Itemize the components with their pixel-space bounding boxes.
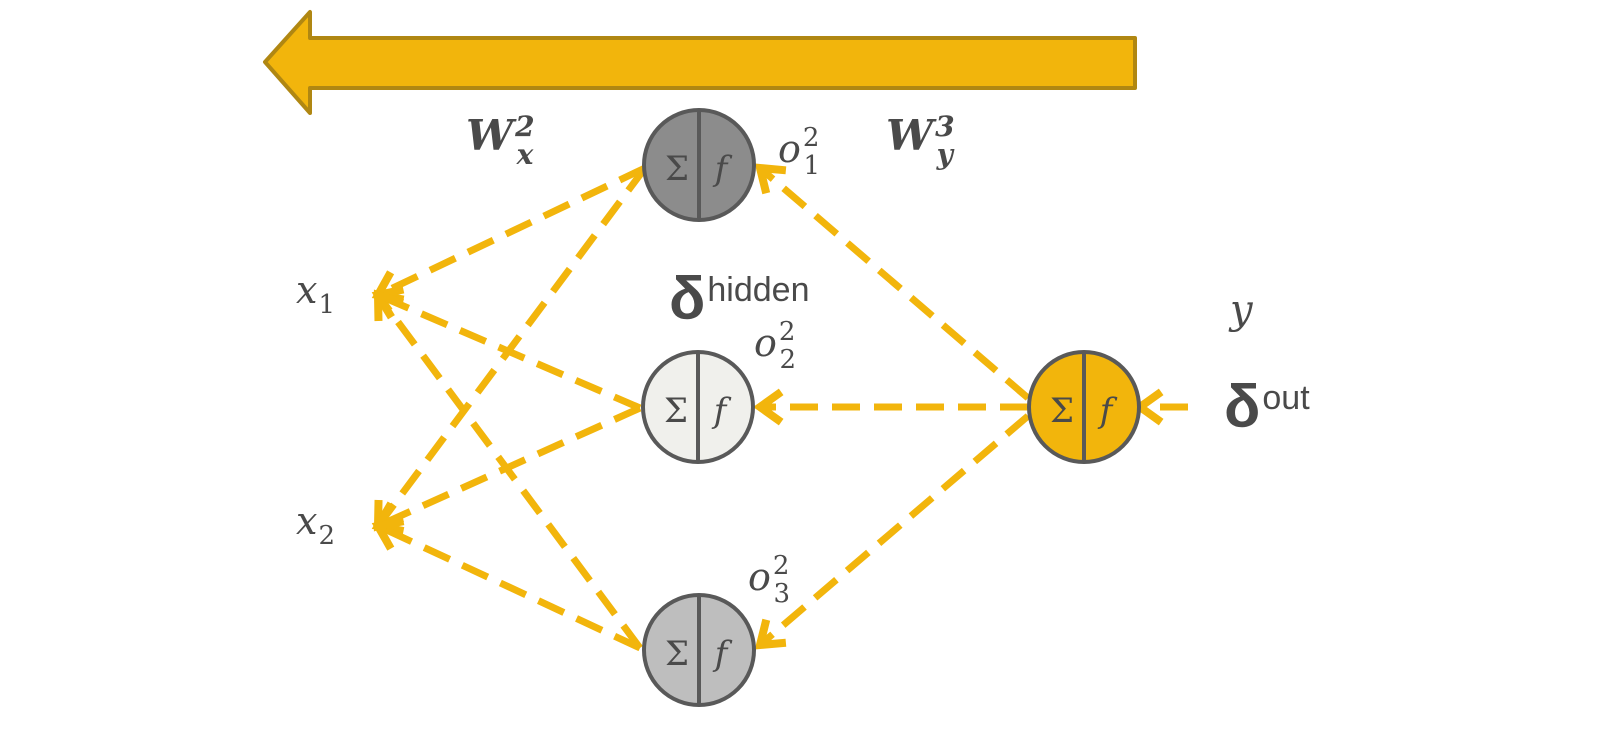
sum-symbol: Σ [664,391,688,431]
hidden-node-2: Σ f [641,350,755,464]
edge-line [376,404,642,530]
delta-hidden-label: δhidden [669,265,810,332]
hidden-node-1: Σ f [642,108,756,222]
y-label: y [1228,287,1254,333]
edge-line [375,165,648,529]
sum-symbol: Σ [665,149,689,189]
arrowhead-icon [371,517,405,551]
edge-line [375,292,643,651]
arrowhead-icon [754,618,787,650]
x2-label: x2 [296,499,335,551]
arrowhead-icon [753,388,784,426]
connection-edges [371,163,1188,652]
output-node: Σ f [1027,350,1141,464]
arrowhead-icon [754,163,787,195]
backward-arrow-icon [263,10,1137,115]
edge-line [376,164,647,299]
edge-line [757,413,1031,648]
delta-out-label: δout [1224,373,1310,440]
edge-line [376,522,642,652]
sum-symbol: Σ [665,634,689,674]
x1-label: x1 [296,268,335,320]
edge-line [757,165,1031,401]
hidden-node-3: Σ f [642,593,756,707]
sum-symbol: Σ [1050,391,1074,431]
arrowhead-icon [373,289,404,322]
arrowhead-icon [1133,388,1164,426]
